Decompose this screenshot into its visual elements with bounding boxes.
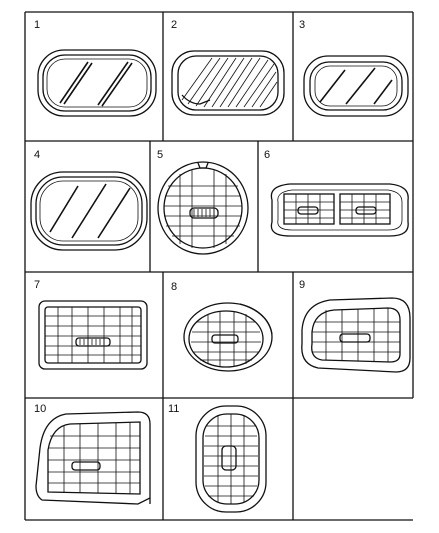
part-9-side-vent [301, 297, 411, 373]
part-1-mirror [37, 49, 157, 117]
label-8: 8 [171, 281, 177, 293]
label-4: 4 [34, 149, 40, 161]
part-10-angled-vent [35, 411, 151, 505]
label-10: 10 [34, 403, 46, 415]
label-3: 3 [299, 19, 305, 31]
part-11-tall-vent [195, 405, 267, 513]
part-8-round-vent [183, 302, 273, 372]
part-3-mirror [303, 55, 409, 117]
label-2: 2 [171, 19, 177, 31]
part-2-mirror [171, 50, 285, 116]
grid [24, 11, 414, 521]
part-4-mirror [30, 171, 148, 251]
label-1: 1 [34, 19, 40, 31]
label-9: 9 [299, 279, 305, 291]
label-5: 5 [157, 149, 163, 161]
part-7-rect-vent [38, 300, 148, 370]
part-6-dual-vent [270, 183, 409, 237]
label-6: 6 [264, 149, 270, 161]
part-5-round-vent [157, 161, 249, 255]
label-7: 7 [34, 279, 40, 291]
label-11: 11 [168, 403, 179, 415]
